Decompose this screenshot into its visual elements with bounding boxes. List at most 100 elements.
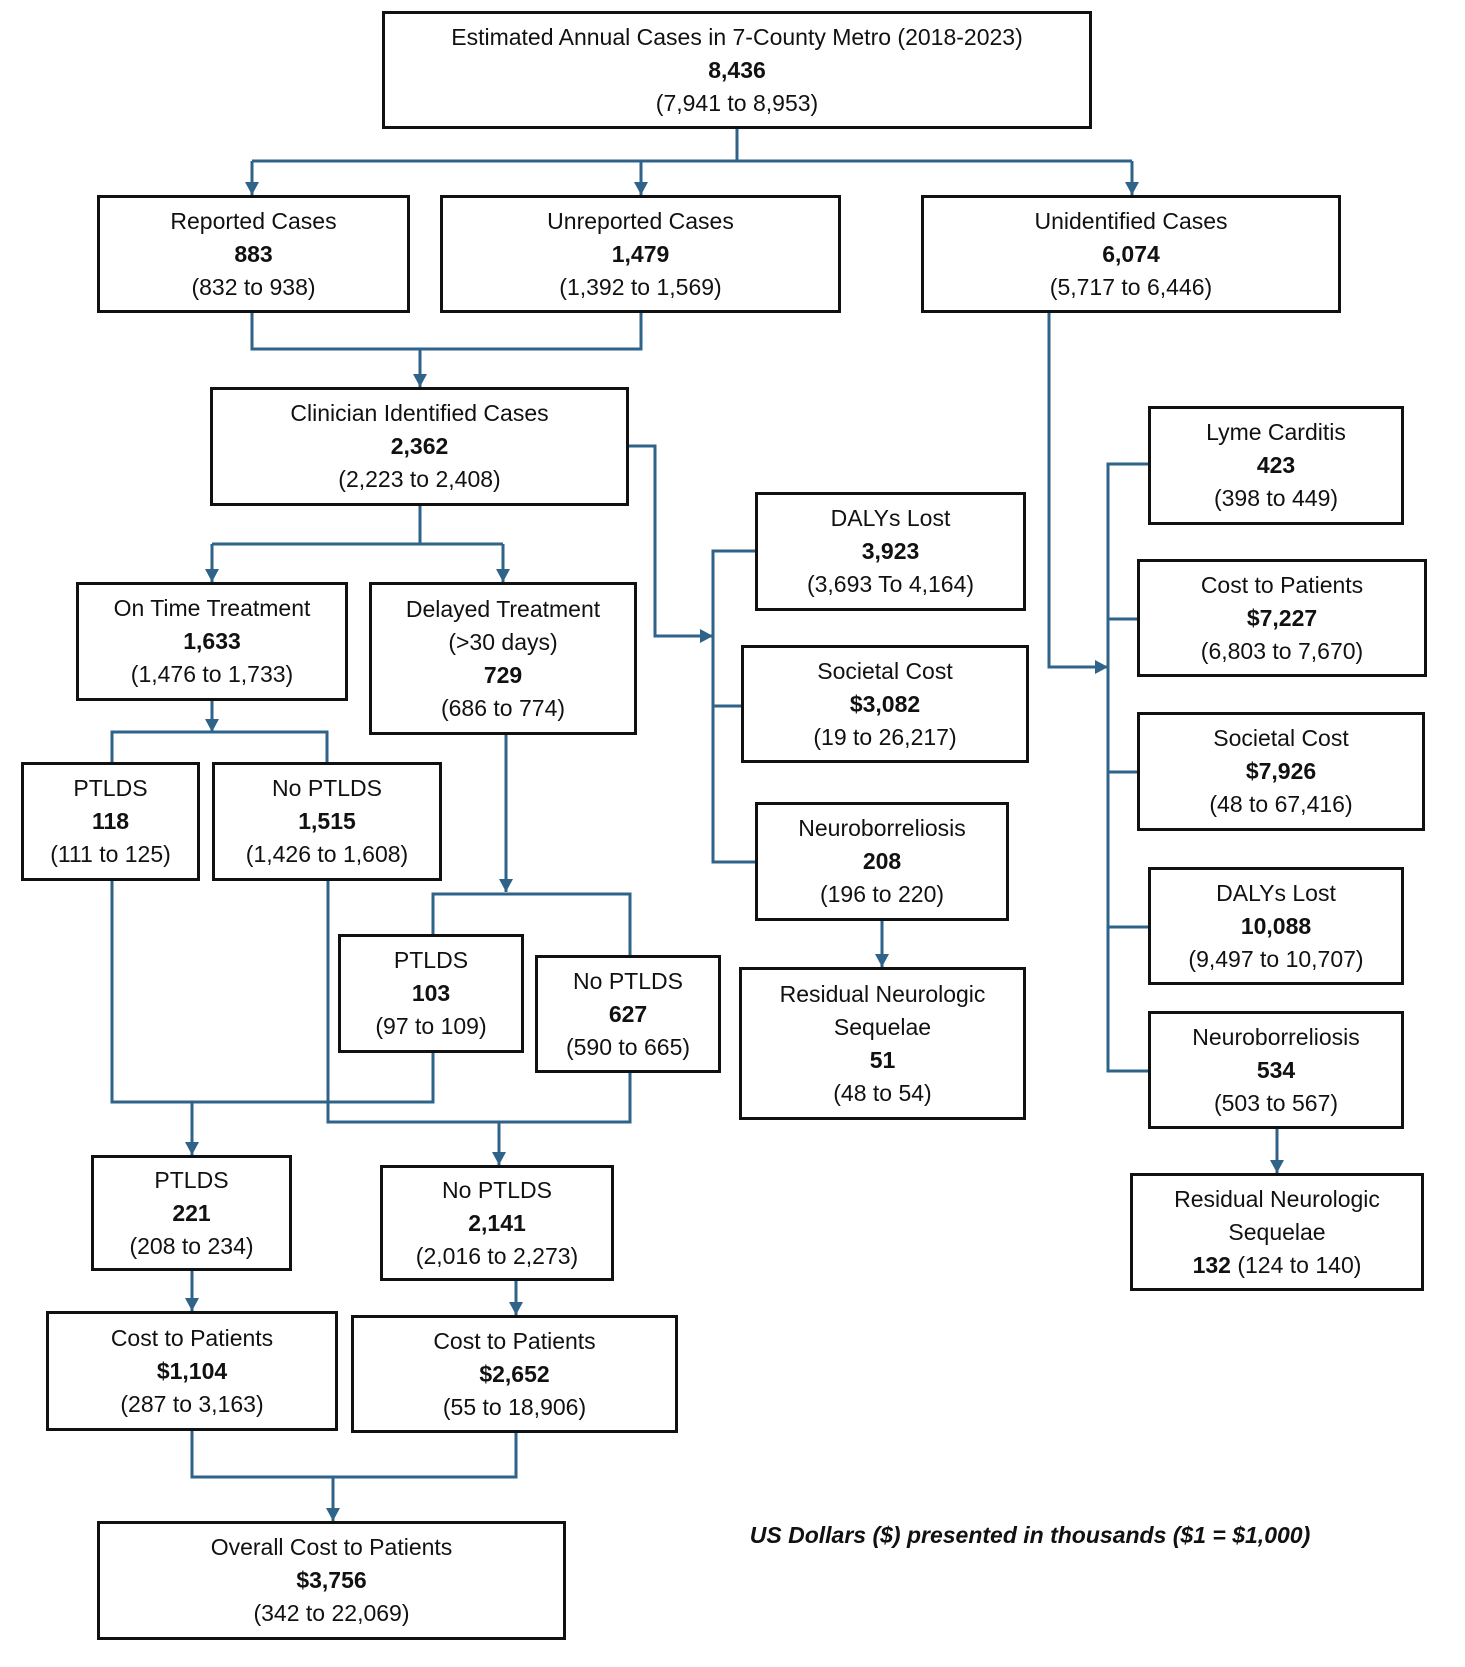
- connector-unidentified-outcomes: [1047, 313, 1108, 669]
- arrowhead-icon: [205, 569, 219, 582]
- node-value: 118: [91, 808, 130, 834]
- node-title: No PTLDS: [573, 967, 683, 994]
- node-subtitle: (>30 days): [448, 628, 558, 655]
- node-value: 1,633: [183, 628, 241, 654]
- node-title: No PTLDS: [272, 775, 382, 801]
- node-delayed-no-ptlds: No PTLDS 627 (590 to 665): [535, 955, 721, 1073]
- node-range: (342 to 22,069): [253, 1600, 410, 1626]
- node-value: 3,923: [861, 538, 920, 564]
- arrowhead-icon: [509, 1302, 523, 1315]
- currency-footnote: US Dollars ($) presented in thousands ($…: [749, 1522, 1311, 1548]
- arrowhead-icon: [245, 182, 259, 195]
- arrowhead-icon: [205, 719, 219, 732]
- node-unidentified-dalys: DALYs Lost 10,088 (9,497 to 10,707): [1148, 867, 1404, 985]
- node-clinician-residual-sequelae: Residual Neurologic Sequelae 51 (48 to 5…: [739, 967, 1026, 1120]
- node-title: Neuroborreliosis: [798, 815, 966, 841]
- node-title: Cost to Patients: [433, 1327, 596, 1354]
- node-value: 221: [172, 1199, 211, 1226]
- node-value: $1,104: [156, 1357, 228, 1384]
- node-title: Cost to Patients: [110, 1324, 274, 1351]
- node-title: DALYs Lost: [830, 505, 951, 531]
- node-clinician-societal-cost: Societal Cost $3,082 (19 to 26,217): [741, 645, 1029, 763]
- node-total-no-ptlds: No PTLDS 2,141 (2,016 to 2,273): [380, 1165, 614, 1281]
- node-total-ptlds: PTLDS 221 (208 to 234): [91, 1155, 292, 1271]
- node-title: PTLDS: [73, 775, 148, 801]
- connector-clinician-outcomes: [629, 444, 713, 638]
- node-value: 883: [234, 240, 273, 267]
- node-range: (832 to 938): [191, 273, 316, 300]
- node-title: DALYs Lost: [1216, 879, 1336, 906]
- connector-unidentified-outcome-bus: [1106, 462, 1148, 1073]
- node-range: (503 to 567): [1213, 1089, 1339, 1116]
- node-unidentified-cases: Unidentified Cases 6,074 (5,717 to 6,446…: [921, 195, 1341, 313]
- node-title: Societal Cost: [817, 657, 953, 684]
- node-title: PTLDS: [393, 947, 469, 973]
- node-value: 534: [1256, 1056, 1296, 1083]
- node-unidentified-cost: Cost to Patients $7,227 (6,803 to 7,670): [1137, 559, 1427, 677]
- node-range: (6,803 to 7,670): [1200, 637, 1364, 664]
- node-title: Residual Neurologic: [1174, 1185, 1380, 1212]
- node-value: 208: [862, 848, 902, 874]
- connector-merge-ptlds: [110, 881, 435, 1104]
- arrowhead-icon: [496, 569, 510, 582]
- connector-delayed-split: [431, 892, 632, 955]
- node-clinician-neuroborreliosis: Neuroborreliosis 208 (196 to 220): [755, 802, 1009, 921]
- node-title: Cost to Patients: [1200, 571, 1364, 598]
- node-range: (2,223 to 2,408): [338, 466, 501, 492]
- node-range: (97 to 109): [375, 1013, 487, 1039]
- node-range: (1,392 to 1,569): [559, 273, 722, 300]
- node-on-time-treatment: On Time Treatment 1,633 (1,476 to 1,733): [76, 582, 348, 701]
- arrowhead-icon: [185, 1142, 199, 1155]
- node-title: Overall Cost to Patients: [210, 1534, 453, 1560]
- arrowhead-icon: [700, 629, 713, 643]
- connector-merge-costs: [190, 1431, 518, 1479]
- node-range: (9,497 to 10,707): [1188, 945, 1364, 972]
- node-unidentified-neuroborreliosis: Neuroborreliosis 534 (503 to 567): [1148, 1011, 1404, 1129]
- node-value: 8,436: [708, 56, 766, 83]
- node-range: (590 to 665): [565, 1033, 691, 1060]
- node-range: (48 to 67,416): [1209, 791, 1353, 817]
- node-title: Estimated Annual Cases in 7-County Metro…: [451, 23, 1023, 50]
- node-value: 1,515: [298, 808, 356, 834]
- node-unidentified-residual-sequelae: Residual Neurologic Sequelae 132 (124 to…: [1130, 1173, 1424, 1291]
- arrowhead-icon: [185, 1298, 199, 1311]
- node-value: 10,088: [1240, 912, 1312, 939]
- node-range: (2,016 to 2,273): [415, 1242, 579, 1269]
- node-range: (287 to 3,163): [120, 1390, 264, 1417]
- node-value: $7,227: [1246, 604, 1318, 631]
- node-value: 51: [869, 1046, 896, 1073]
- node-value: 103: [411, 980, 451, 1006]
- node-value: 627: [608, 1000, 648, 1027]
- node-delayed-ptlds: PTLDS 103 (97 to 109): [338, 934, 524, 1053]
- node-range: (3,693 To 4,164): [806, 571, 975, 597]
- node-value: 423: [1256, 452, 1296, 478]
- node-title: Clinician Identified Cases: [290, 400, 549, 426]
- node-unidentified-societal-cost: Societal Cost $7,926 (48 to 67,416): [1137, 712, 1425, 831]
- node-subtitle: Sequelae: [1228, 1218, 1326, 1245]
- arrowhead-icon: [1270, 1160, 1284, 1173]
- node-value: 132: [1192, 1251, 1231, 1278]
- arrowhead-icon: [1125, 182, 1139, 195]
- node-title: On Time Treatment: [113, 595, 311, 621]
- node-range: (48 to 54): [833, 1079, 932, 1106]
- node-value: 729: [483, 661, 523, 688]
- node-delayed-treatment: Delayed Treatment (>30 days) 729 (686 to…: [369, 582, 637, 735]
- arrowhead-icon: [1095, 660, 1108, 674]
- arrowhead-icon: [492, 1152, 506, 1165]
- node-range: (19 to 26,217): [813, 723, 957, 750]
- node-title: Delayed Treatment: [405, 595, 601, 622]
- node-overall-cost: Overall Cost to Patients $3,756 (342 to …: [97, 1521, 566, 1640]
- node-value: $7,926: [1245, 758, 1317, 784]
- connector-merge-no-ptlds: [326, 881, 632, 1124]
- node-title: PTLDS: [154, 1166, 229, 1193]
- node-range: (111 to 125): [50, 841, 171, 867]
- node-value: 2,141: [468, 1209, 526, 1236]
- node-title: Neuroborreliosis: [1192, 1023, 1360, 1050]
- node-title: Societal Cost: [1213, 725, 1349, 751]
- node-range: (208 to 234): [129, 1232, 254, 1259]
- node-clinician-dalys: DALYs Lost 3,923 (3,693 To 4,164): [755, 492, 1026, 611]
- node-range: (196 to 220): [819, 881, 945, 907]
- node-on-time-no-ptlds: No PTLDS 1,515 (1,426 to 1,608): [212, 762, 442, 881]
- node-unreported-cases: Unreported Cases 1,479 (1,392 to 1,569): [440, 195, 841, 313]
